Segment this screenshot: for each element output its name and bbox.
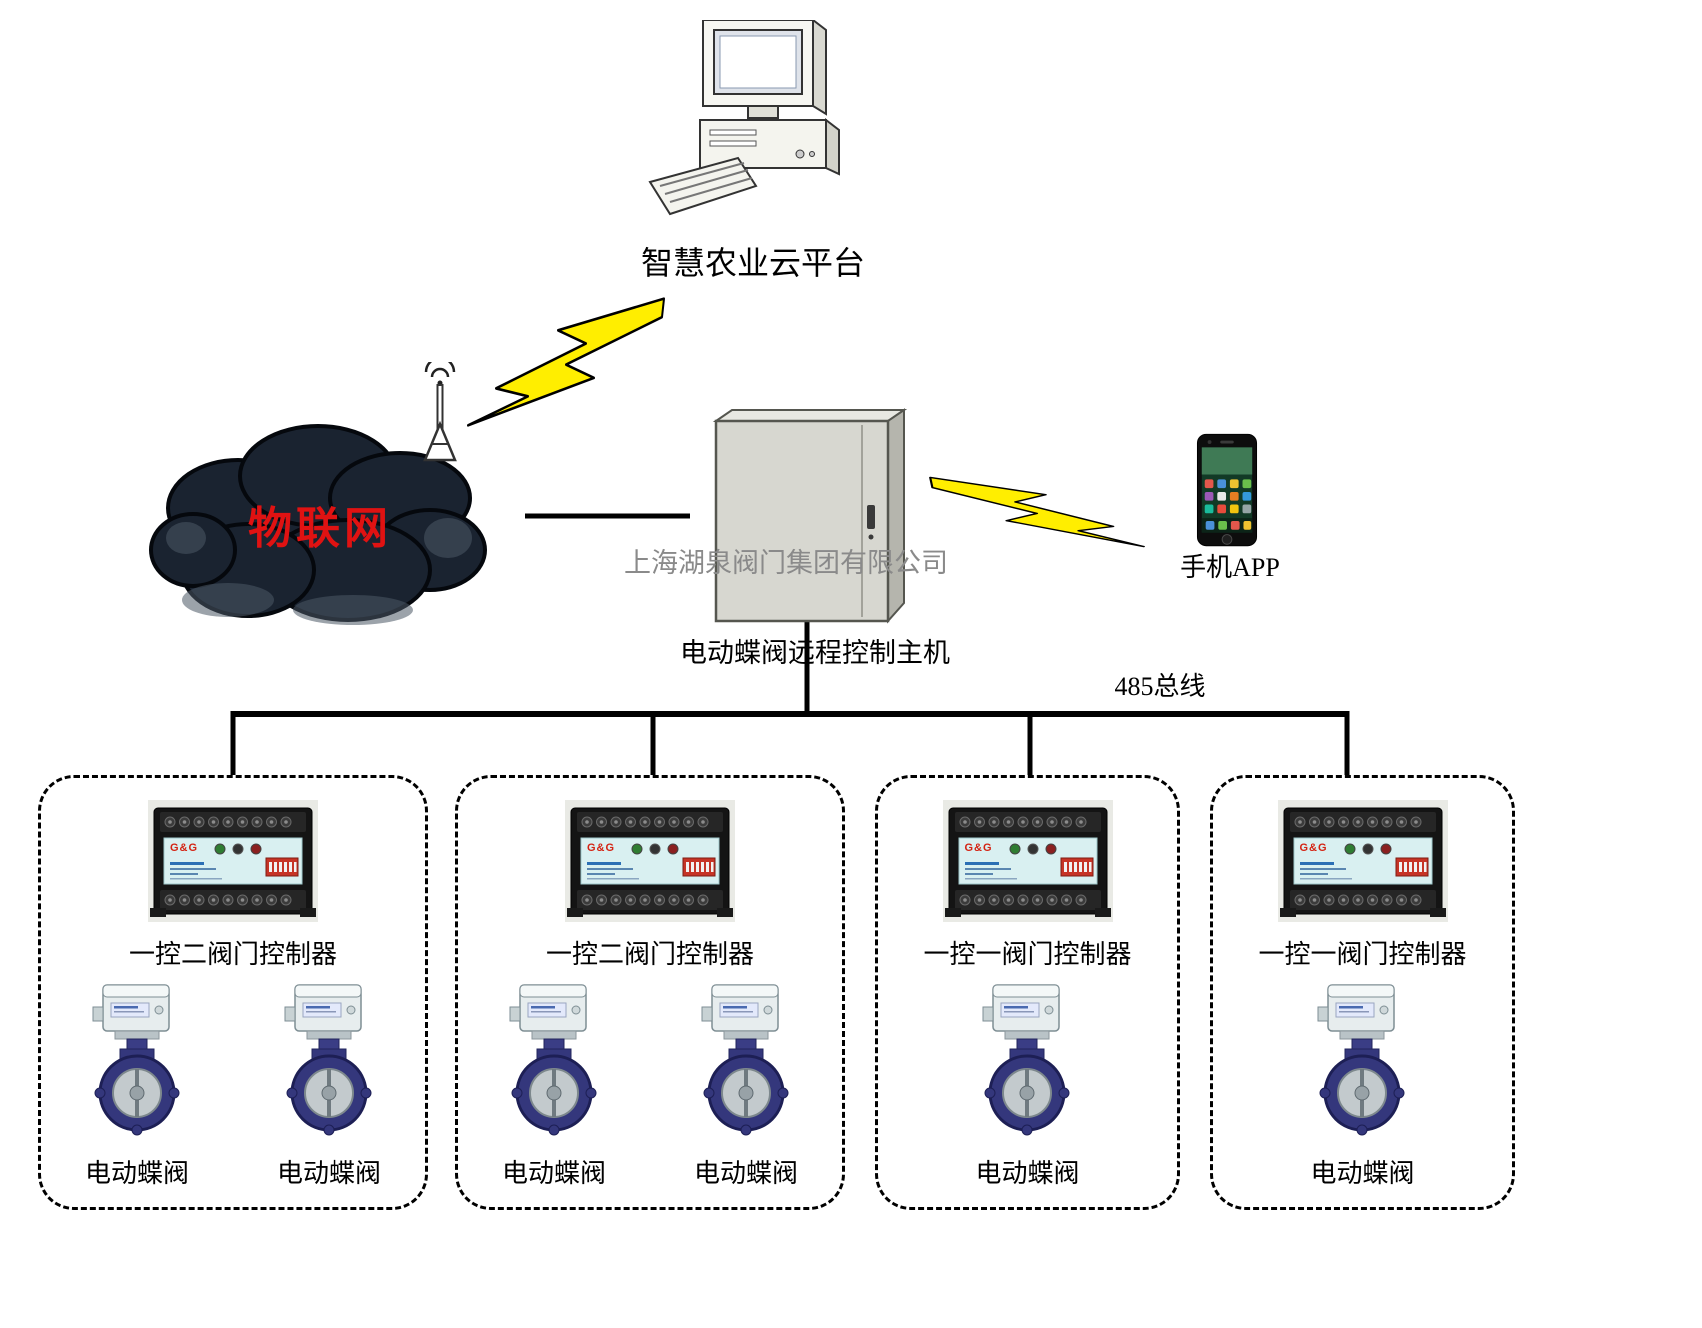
phone-app-label: 手机APP xyxy=(1180,553,1280,582)
controller-label: 一控一阀门控制器 xyxy=(1258,940,1467,969)
controller-logo: G&G xyxy=(587,842,616,854)
valve-label: 电动蝶阀 xyxy=(84,1159,189,1188)
valve-unit: 电动蝶阀 xyxy=(975,983,1080,1190)
valve-controller-icon xyxy=(943,800,1113,922)
lightning-bolt-right-icon xyxy=(929,476,1145,548)
bus-label: 485总线 xyxy=(1114,672,1206,701)
butterfly-valve-icon xyxy=(977,983,1077,1143)
controller-logo: G&G xyxy=(170,842,199,854)
butterfly-valve-icon xyxy=(87,983,187,1143)
butterfly-valve-icon xyxy=(696,983,796,1143)
company-watermark: 上海湖泉阀门集团有限公司 xyxy=(624,548,948,578)
valve-group-2: G&G 一控二阀门控制器 电动蝶阀 电动蝶阀 xyxy=(455,775,845,1210)
valve-row: 电动蝶阀 xyxy=(878,983,1177,1190)
valve-unit: 电动蝶阀 xyxy=(694,983,798,1190)
valve-unit: 电动蝶阀 xyxy=(85,983,189,1190)
iot-cloud-icon xyxy=(149,424,487,625)
valve-row: 电动蝶阀 电动蝶阀 xyxy=(458,983,842,1190)
cloud-platform-computer-icon xyxy=(648,20,840,216)
valve-unit: 电动蝶阀 xyxy=(1310,983,1415,1190)
cloud-platform-label: 智慧农业云平台 xyxy=(640,245,865,281)
valve-group-4: G&G 一控一阀门控制器 电动蝶阀 xyxy=(1210,775,1515,1210)
valve-group-1: G&G 一控二阀门控制器 电动蝶阀 电动蝶阀 xyxy=(38,775,428,1210)
lightning-bolt-left-icon xyxy=(467,297,665,427)
valve-label: 电动蝶阀 xyxy=(501,1159,606,1188)
valve-unit: 电动蝶阀 xyxy=(277,983,381,1190)
antenna-icon xyxy=(423,362,457,462)
valve-controller-device: G&G xyxy=(148,800,318,922)
controller-logo: G&G xyxy=(1299,842,1328,854)
control-cabinet-icon xyxy=(712,408,908,624)
valve-controller-device: G&G xyxy=(943,800,1113,922)
smartphone-icon xyxy=(1196,433,1258,547)
lightning-shape xyxy=(929,476,1145,548)
lightning-shape xyxy=(467,297,665,427)
controller-label: 一控一阀门控制器 xyxy=(923,940,1132,969)
valve-controller-device: G&G xyxy=(1278,800,1448,922)
butterfly-valve-icon xyxy=(279,983,379,1143)
controller-logo: G&G xyxy=(964,842,993,854)
controller-label: 一控二阀门控制器 xyxy=(128,940,337,969)
valve-row: 电动蝶阀 xyxy=(1213,983,1512,1190)
valve-controller-icon xyxy=(148,800,318,922)
controller-label: 一控二阀门控制器 xyxy=(545,940,754,969)
valve-label: 电动蝶阀 xyxy=(975,1159,1080,1188)
valve-label: 电动蝶阀 xyxy=(1310,1159,1415,1188)
host-label: 电动蝶阀远程控制主机 xyxy=(680,638,950,668)
valve-label: 电动蝶阀 xyxy=(276,1159,381,1188)
valve-unit: 电动蝶阀 xyxy=(502,983,606,1190)
butterfly-valve-icon xyxy=(504,983,604,1143)
valve-label: 电动蝶阀 xyxy=(693,1159,798,1188)
valve-group-3: G&G 一控一阀门控制器 电动蝶阀 xyxy=(875,775,1180,1210)
butterfly-valve-icon xyxy=(1312,983,1412,1143)
valve-controller-device: G&G xyxy=(565,800,735,922)
valve-row: 电动蝶阀 电动蝶阀 xyxy=(41,983,425,1190)
valve-controller-icon xyxy=(1278,800,1448,922)
valve-controller-icon xyxy=(565,800,735,922)
iot-label: 物联网 xyxy=(248,504,392,553)
